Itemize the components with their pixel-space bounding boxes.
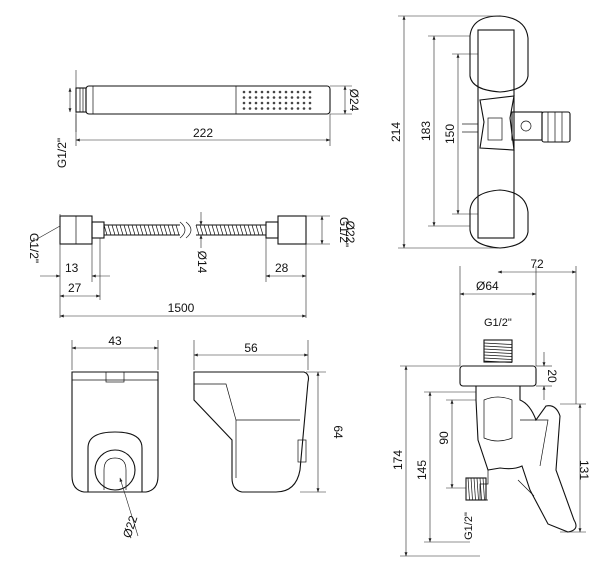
- hand-shower-view: 222 Ø24 G1/2": [55, 70, 361, 168]
- holder-side-view: 56 64: [193, 340, 345, 493]
- hand-shower-thread: G1/2": [55, 138, 69, 168]
- exposed-mixer-height-b: 183: [419, 121, 433, 141]
- spray-face-dots: [242, 90, 312, 110]
- holder-side-depth: 56: [244, 341, 258, 355]
- hose-diameter: Ø14: [195, 251, 209, 274]
- exposed-mixer-view: 214 183 150: [389, 15, 571, 249]
- concealed-mixer-overall-height: 174: [391, 450, 405, 470]
- concealed-mixer-body: [459, 339, 577, 533]
- holder-front-width: 43: [108, 334, 122, 348]
- hose-total-length: 1500: [168, 301, 195, 315]
- holder-side-dimensions: 56 64: [193, 340, 345, 493]
- hose-view: 13 27 1500 28 Ø14 Ø22 G1/2" G1/2": [27, 212, 357, 318]
- concealed-mixer-depth: 72: [530, 257, 544, 271]
- holder-front-view: 43 Ø22: [71, 334, 159, 540]
- hose-body: [59, 215, 307, 245]
- top-thread-lines: [483, 342, 513, 363]
- hose-spiral: [103, 224, 264, 236]
- concealed-mixer-view: 72 Ø64 G1/2" 20 131 174 145 90: [391, 257, 591, 557]
- concealed-mixer-dim-90: 90: [437, 431, 451, 445]
- concealed-mixer-rosette-diameter: Ø64: [476, 279, 499, 293]
- exposed-mixer-body: [462, 15, 571, 249]
- hose-dimensions: 13 27 1500 28 Ø14 Ø22 G1/2" G1/2": [27, 212, 357, 318]
- concealed-mixer-thread-top: G1/2": [484, 317, 512, 329]
- holder-side-height: 64: [331, 425, 345, 439]
- concealed-mixer-rosette-thickness: 20: [545, 369, 559, 383]
- concealed-mixer-dimensions: 72 Ø64 G1/2" 20 131 174 145 90: [391, 257, 591, 557]
- hand-shower-diameter: Ø24: [347, 89, 361, 112]
- exposed-mixer-dimensions: 214 183 150: [389, 15, 498, 249]
- bottom-thread-lines: [467, 477, 485, 501]
- concealed-mixer-dim-145: 145: [415, 460, 429, 480]
- hose-thread-left: G1/2": [27, 233, 41, 263]
- exposed-mixer-overall-height: 214: [389, 122, 403, 142]
- hand-shower-length: 222: [193, 126, 213, 140]
- hose-nut-length: 13: [65, 261, 79, 275]
- concealed-mixer-dim-131: 131: [577, 460, 591, 480]
- holder-front-body: [71, 371, 159, 493]
- holder-hole-diameter: Ø22: [120, 514, 140, 540]
- hose-end-length-left: 27: [68, 281, 82, 295]
- hose-thread-right: G1/2": [337, 217, 351, 247]
- hose-end-length-right: 28: [275, 261, 289, 275]
- hose-nut-diameter: Ø22: [343, 221, 357, 244]
- concealed-mixer-thread-bottom: G1/2": [463, 512, 475, 540]
- hand-shower-body: [75, 85, 331, 115]
- hand-shower-dimensions: 222 Ø24 G1/2": [55, 70, 361, 168]
- holder-side-body: [193, 371, 310, 493]
- exposed-mixer-centre-distance: 150: [443, 124, 457, 144]
- holder-front-dimensions: 43 Ø22: [71, 334, 159, 540]
